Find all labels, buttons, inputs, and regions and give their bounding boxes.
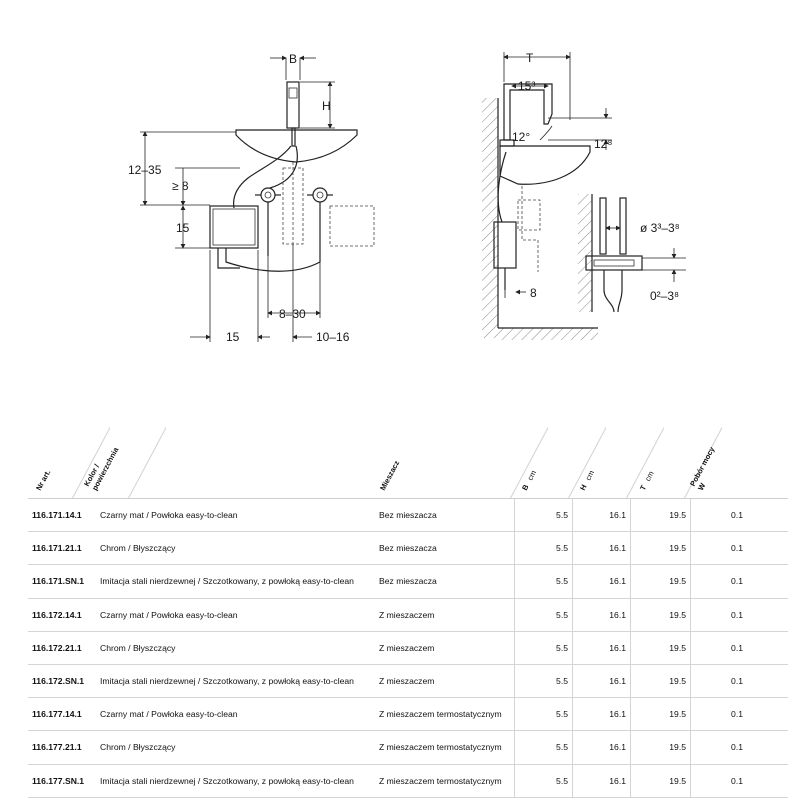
cell-art: 116.172.21.1 (32, 642, 82, 653)
cell-b: 5.5 (514, 698, 571, 731)
cell-power: 0.1 (690, 731, 746, 764)
cell-h: 16.1 (572, 764, 629, 797)
cell-mixer: Z mieszaczem (379, 642, 435, 653)
cell-power: 0.1 (690, 532, 746, 565)
label-min-8: ≥ 8 (172, 179, 189, 193)
cell-h: 16.1 (572, 631, 629, 664)
cell-art: 116.171.SN.1 (32, 576, 85, 587)
table-row: 116.177.14.1 Czarny mat / Powłoka easy-t… (28, 698, 788, 732)
table-row: 116.177.21.1 Chrom / Błyszczący Z miesza… (28, 731, 788, 765)
cell-power: 0.1 (690, 565, 746, 598)
header-divider (128, 427, 167, 499)
side-view-drawing: T 15³ 12° 12⁸ 8 (482, 51, 612, 340)
cell-power: 0.1 (690, 499, 746, 532)
cell-color: Czarny mat / Powłoka easy-to-clean (100, 709, 238, 720)
cell-color: Chrom / Błyszczący (100, 642, 176, 653)
front-view-drawing: B H 12–35 ≥ 8 15 8–30 15 10–16 (128, 52, 375, 344)
header-art: Nr art. (34, 468, 53, 492)
cell-b: 5.5 (514, 764, 571, 797)
cell-mixer: Z mieszaczem termostatycznym (379, 775, 502, 786)
cell-art: 116.177.21.1 (32, 742, 82, 753)
table-row: 116.171.14.1 Czarny mat / Powłoka easy-t… (28, 499, 788, 533)
cell-h: 16.1 (572, 565, 629, 598)
cell-b: 5.5 (514, 499, 571, 532)
cell-t: 19.5 (630, 598, 689, 631)
label-diameter: ø 3³–3⁸ (640, 221, 680, 235)
cell-mixer: Bez mieszacza (379, 510, 437, 521)
cell-h: 16.1 (572, 664, 629, 698)
cell-t: 19.5 (630, 499, 689, 532)
label-12-35: 12–35 (128, 163, 162, 177)
cell-b: 5.5 (514, 731, 571, 764)
table-row: 116.172.SN.1 Imitacja stali nierdzewnej … (28, 664, 788, 699)
cell-mixer: Bez mieszacza (379, 576, 437, 587)
spec-table-header: Nr art. Kolor /powierzchnia Mieszacz Bcm… (28, 420, 788, 499)
cell-color: Imitacja stali nierdzewnej / Szczotkowan… (100, 576, 354, 587)
cell-color: Imitacja stali nierdzewnej / Szczotkowan… (100, 775, 354, 786)
cell-mixer: Z mieszaczem (379, 676, 435, 687)
cell-t: 19.5 (630, 565, 689, 598)
cell-art: 116.171.21.1 (32, 543, 82, 554)
cell-power: 0.1 (690, 764, 746, 797)
label-8-30: 8–30 (279, 307, 306, 321)
cell-h: 16.1 (572, 598, 629, 631)
cell-t: 19.5 (630, 532, 689, 565)
cell-color: Czarny mat / Powłoka easy-to-clean (100, 609, 238, 620)
label-12-8: 12⁸ (594, 137, 612, 151)
label-thickness: 0²–3⁸ (650, 289, 679, 303)
cell-h: 16.1 (572, 731, 629, 764)
cell-power: 0.1 (690, 698, 746, 731)
table-row: 116.171.SN.1 Imitacja stali nierdzewnej … (28, 565, 788, 599)
cell-power: 0.1 (690, 631, 746, 664)
table-row: 116.172.21.1 Chrom / Błyszczący Z miesza… (28, 631, 788, 665)
label-8-side: 8 (530, 286, 537, 300)
cell-t: 19.5 (630, 731, 689, 764)
label-t: T (526, 51, 534, 65)
cell-color: Czarny mat / Powłoka easy-to-clean (100, 510, 238, 521)
label-b: B (289, 52, 297, 66)
label-10-16: 10–16 (316, 330, 350, 344)
cell-mixer: Z mieszaczem termostatycznym (379, 709, 502, 720)
cell-b: 5.5 (514, 565, 571, 598)
cell-h: 16.1 (572, 698, 629, 731)
cell-t: 19.5 (630, 764, 689, 797)
header-mixer: Mieszacz (378, 459, 402, 492)
cell-art: 116.177.SN.1 (32, 775, 85, 786)
cell-power: 0.1 (690, 598, 746, 631)
label-15-left: 15 (176, 221, 190, 235)
cell-t: 19.5 (630, 698, 689, 731)
cell-art: 116.172.14.1 (32, 609, 82, 620)
cell-color: Chrom / Błyszczący (100, 742, 176, 753)
cell-t: 19.5 (630, 664, 689, 698)
header-t: Tcm (638, 469, 656, 492)
spec-table: Nr art. Kolor /powierzchnia Mieszacz Bcm… (28, 420, 788, 798)
cell-power: 0.1 (690, 664, 746, 698)
technical-drawings: B H 12–35 ≥ 8 15 8–30 15 10–16 (128, 51, 686, 344)
table-row: 116.177.SN.1 Imitacja stali nierdzewnej … (28, 764, 788, 798)
cell-t: 19.5 (630, 631, 689, 664)
cell-mixer: Z mieszaczem (379, 609, 435, 620)
cell-b: 5.5 (514, 532, 571, 565)
cell-mixer: Z mieszaczem termostatycznym (379, 742, 502, 753)
cell-color: Imitacja stali nierdzewnej / Szczotkowan… (100, 676, 354, 687)
cell-art: 116.172.SN.1 (32, 676, 85, 687)
cell-art: 116.177.14.1 (32, 709, 82, 720)
table-row: 116.172.14.1 Czarny mat / Powłoka easy-t… (28, 598, 788, 632)
label-h: H (322, 99, 331, 113)
label-15-bottom: 15 (226, 330, 240, 344)
label-15-3: 15³ (518, 79, 535, 93)
cell-color: Chrom / Błyszczący (100, 543, 176, 554)
cell-mixer: Bez mieszacza (379, 543, 437, 554)
table-row: 116.171.21.1 Chrom / Błyszczący Bez mies… (28, 532, 788, 566)
cell-h: 16.1 (572, 532, 629, 565)
label-12-deg: 12° (512, 130, 530, 144)
cell-art: 116.171.14.1 (32, 510, 82, 521)
cell-b: 5.5 (514, 598, 571, 631)
cell-b: 5.5 (514, 631, 571, 664)
cell-b: 5.5 (514, 664, 571, 698)
detail-view-drawing: ø 3³–3⁸ 0²–3⁸ (578, 194, 686, 313)
cell-h: 16.1 (572, 499, 629, 532)
